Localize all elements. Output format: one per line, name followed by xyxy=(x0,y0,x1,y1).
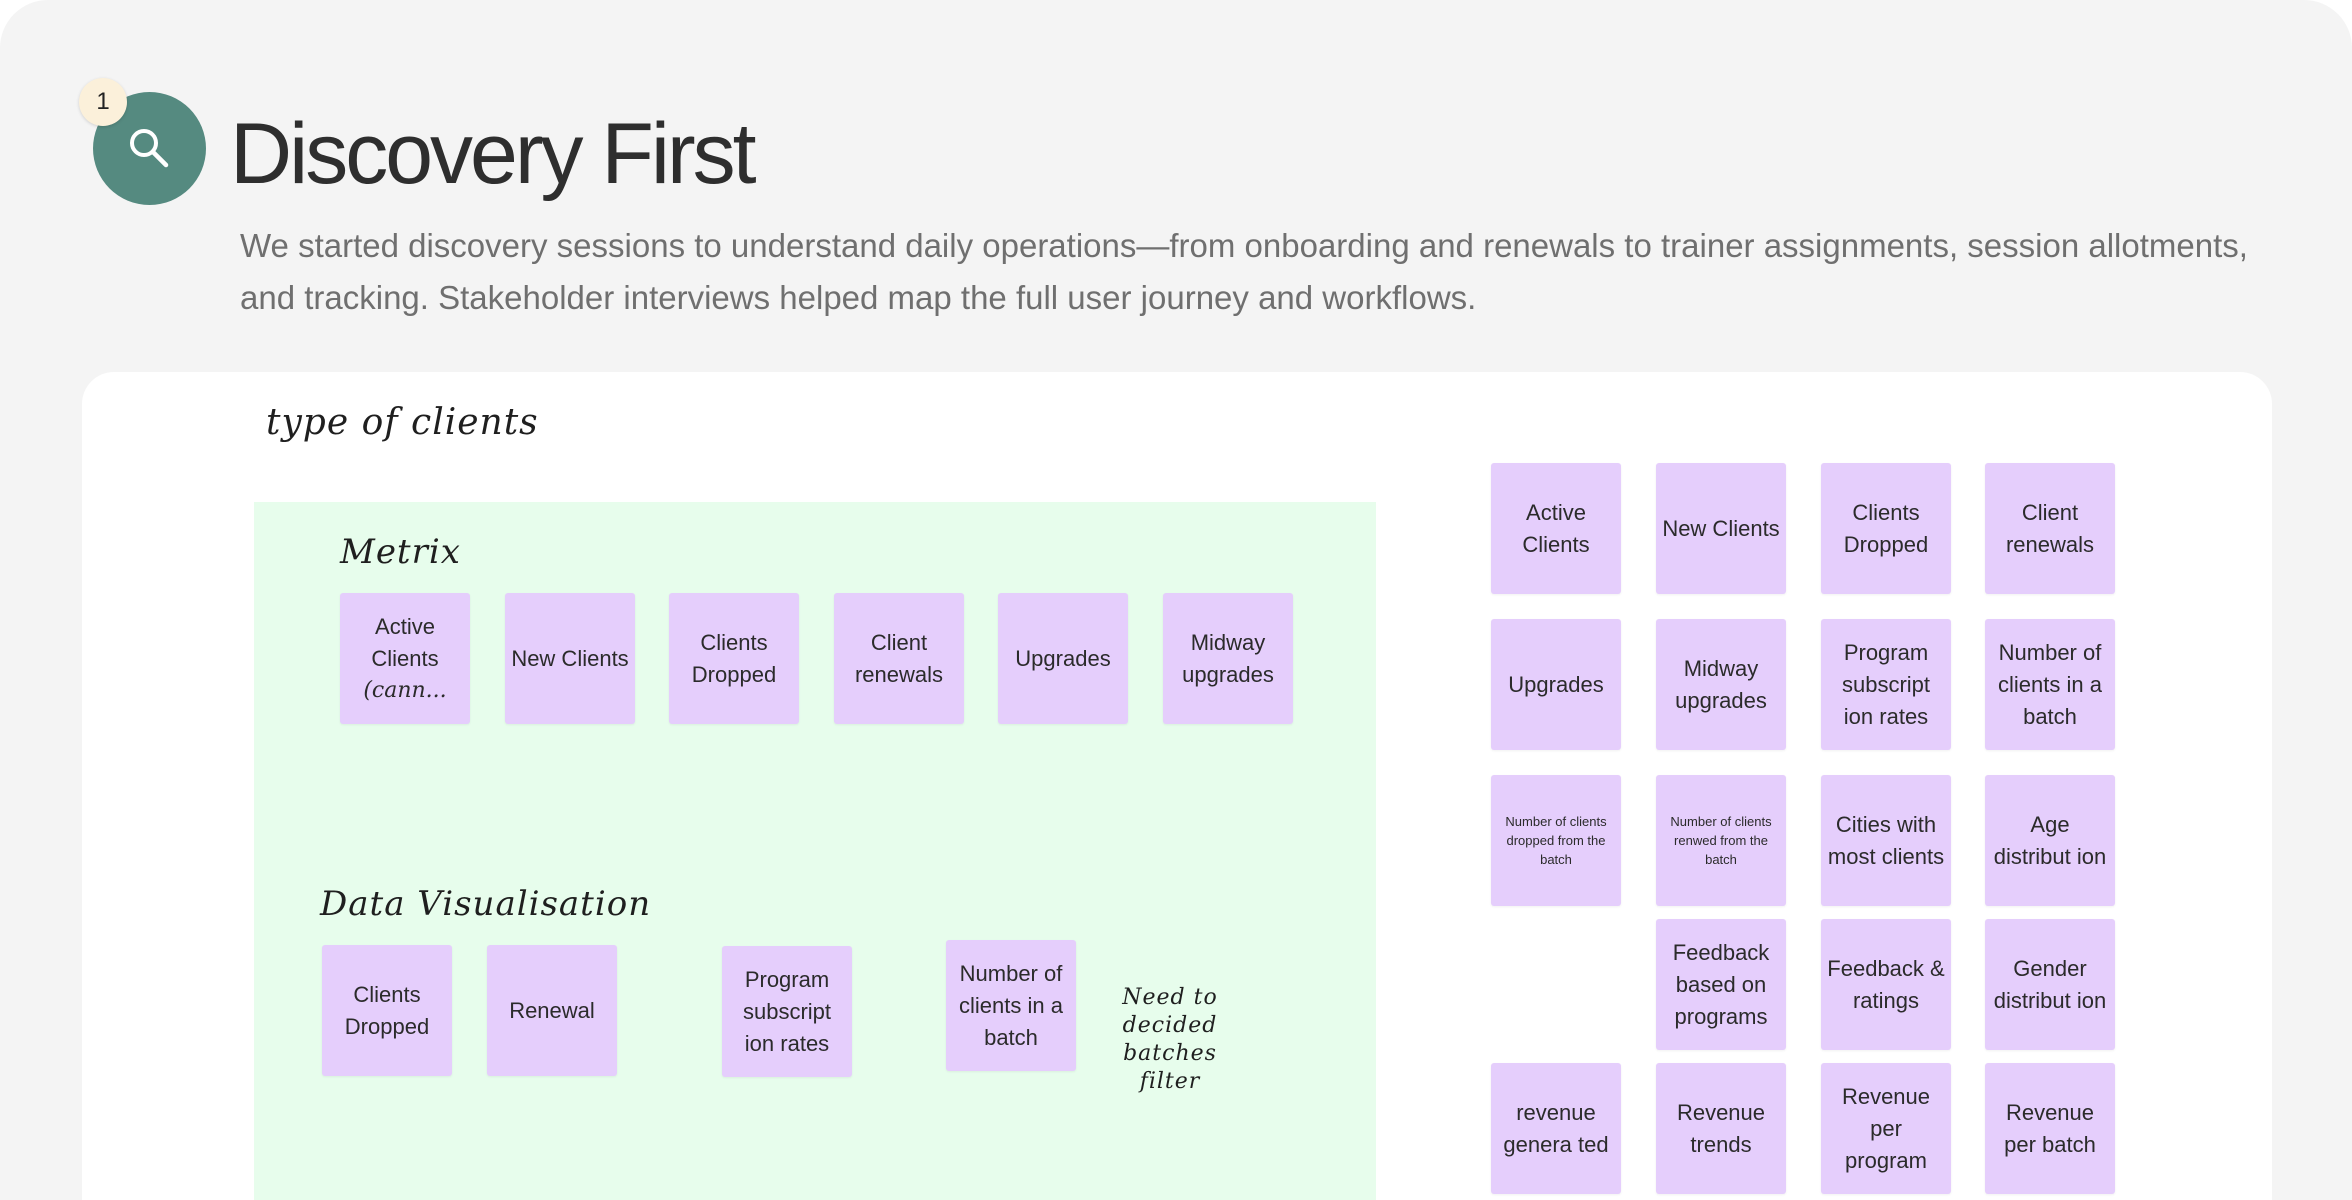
sticky-note[interactable]: Clients Dropped xyxy=(669,593,799,724)
sticky-handwritten-text: (cann... xyxy=(363,677,447,703)
sticky-note[interactable]: Feedback & ratings xyxy=(1821,919,1951,1050)
sticky-note[interactable]: Age distribut ion xyxy=(1985,775,2115,906)
sticky-note[interactable]: Feedback based on programs xyxy=(1656,919,1786,1050)
sticky-text: Cities with most clients xyxy=(1827,811,1945,869)
step-badge: 1 xyxy=(79,78,127,126)
sticky-text: Age distribut ion xyxy=(1993,811,2107,869)
sticky-note[interactable]: Midway upgrades xyxy=(1656,619,1786,750)
sticky-text: New Clients xyxy=(1662,515,1780,541)
sticky-note[interactable]: Revenue trends xyxy=(1656,1063,1786,1194)
sticky-text: Clients Dropped xyxy=(1843,499,1929,557)
sticky-text: Upgrades xyxy=(1508,671,1604,697)
sticky-text: Midway upgrades xyxy=(1675,655,1767,713)
sticky-text: Number of clients renwed from the batch xyxy=(1670,814,1772,867)
sticky-text: Upgrades xyxy=(1015,645,1111,671)
sticky-note[interactable]: Gender distribut ion xyxy=(1985,919,2115,1050)
sticky-text: Gender distribut ion xyxy=(1993,955,2107,1013)
sticky-note[interactable]: Upgrades xyxy=(1491,619,1621,750)
sticky-note[interactable]: Upgrades xyxy=(998,593,1128,724)
sticky-text: Feedback & ratings xyxy=(1827,955,1945,1013)
sticky-note[interactable]: New Clients xyxy=(505,593,635,724)
sticky-note[interactable]: revenue genera ted xyxy=(1491,1063,1621,1194)
sticky-note[interactable]: Midway upgrades xyxy=(1163,593,1293,724)
sticky-note[interactable]: Clients Dropped xyxy=(322,945,452,1076)
sticky-text: Client renewals xyxy=(854,629,944,687)
search-icon-glyph xyxy=(129,128,168,167)
data-visualisation-label: Data Visualisation xyxy=(320,884,652,924)
board-title: type of clients xyxy=(266,402,539,443)
sticky-note[interactable]: Renewal xyxy=(487,945,617,1076)
sticky-text: Program subscript ion rates xyxy=(1841,639,1931,729)
sticky-note[interactable]: Number of clients dropped from the batch xyxy=(1491,775,1621,906)
sticky-note[interactable]: Number of clients renwed from the batch xyxy=(1656,775,1786,906)
sticky-note[interactable]: Active Clients xyxy=(1491,463,1621,594)
sticky-note[interactable]: Revenue per batch xyxy=(1985,1063,2115,1194)
sticky-note[interactable]: Program subscript ion rates xyxy=(722,946,852,1077)
metrix-label: Metrix xyxy=(340,532,461,572)
page-description: We started discovery sessions to underst… xyxy=(240,227,2248,316)
sticky-text: Revenue per batch xyxy=(2004,1099,2096,1157)
sticky-text: Number of clients in a batch xyxy=(959,960,1063,1050)
sticky-text: Revenue per program xyxy=(1841,1083,1931,1173)
sticky-text: Clients Dropped xyxy=(344,981,430,1039)
handwritten-note: Need to decided batches filter xyxy=(1122,985,1218,1094)
sticky-note[interactable]: New Clients xyxy=(1656,463,1786,594)
sticky-text: Active Clients xyxy=(371,613,439,671)
sticky-text: Active Clients xyxy=(1522,499,1590,557)
sticky-text: revenue genera ted xyxy=(1503,1099,1609,1157)
sticky-note[interactable]: Number of clients in a batch xyxy=(1985,619,2115,750)
sticky-text: Number of clients dropped from the batch xyxy=(1505,814,1607,867)
sticky-text: Clients Dropped xyxy=(691,629,777,687)
sticky-text: Revenue trends xyxy=(1676,1099,1766,1157)
sticky-note[interactable]: Cities with most clients xyxy=(1821,775,1951,906)
sticky-text: Renewal xyxy=(509,997,595,1023)
sticky-text: Midway upgrades xyxy=(1182,629,1274,687)
sticky-text: Client renewals xyxy=(2005,499,2095,557)
sticky-content: Active Clients (cann... xyxy=(346,611,464,707)
sticky-note[interactable]: Program subscript ion rates xyxy=(1821,619,1951,750)
sticky-note[interactable]: Client renewals xyxy=(834,593,964,724)
sticky-note[interactable]: Clients Dropped xyxy=(1821,463,1951,594)
sticky-note[interactable]: Client renewals xyxy=(1985,463,2115,594)
sticky-text: New Clients xyxy=(511,645,629,671)
page-title: Discovery First xyxy=(230,106,757,202)
sticky-text: Number of clients in a batch xyxy=(1998,639,2102,729)
sticky-note[interactable]: Number of clients in a batch xyxy=(946,940,1076,1071)
sticky-text: Program subscript ion rates xyxy=(742,966,832,1056)
sticky-note[interactable]: Active Clients (cann... xyxy=(340,593,470,724)
sticky-note[interactable]: Revenue per program xyxy=(1821,1063,1951,1194)
sticky-text: Feedback based on programs xyxy=(1672,939,1770,1029)
